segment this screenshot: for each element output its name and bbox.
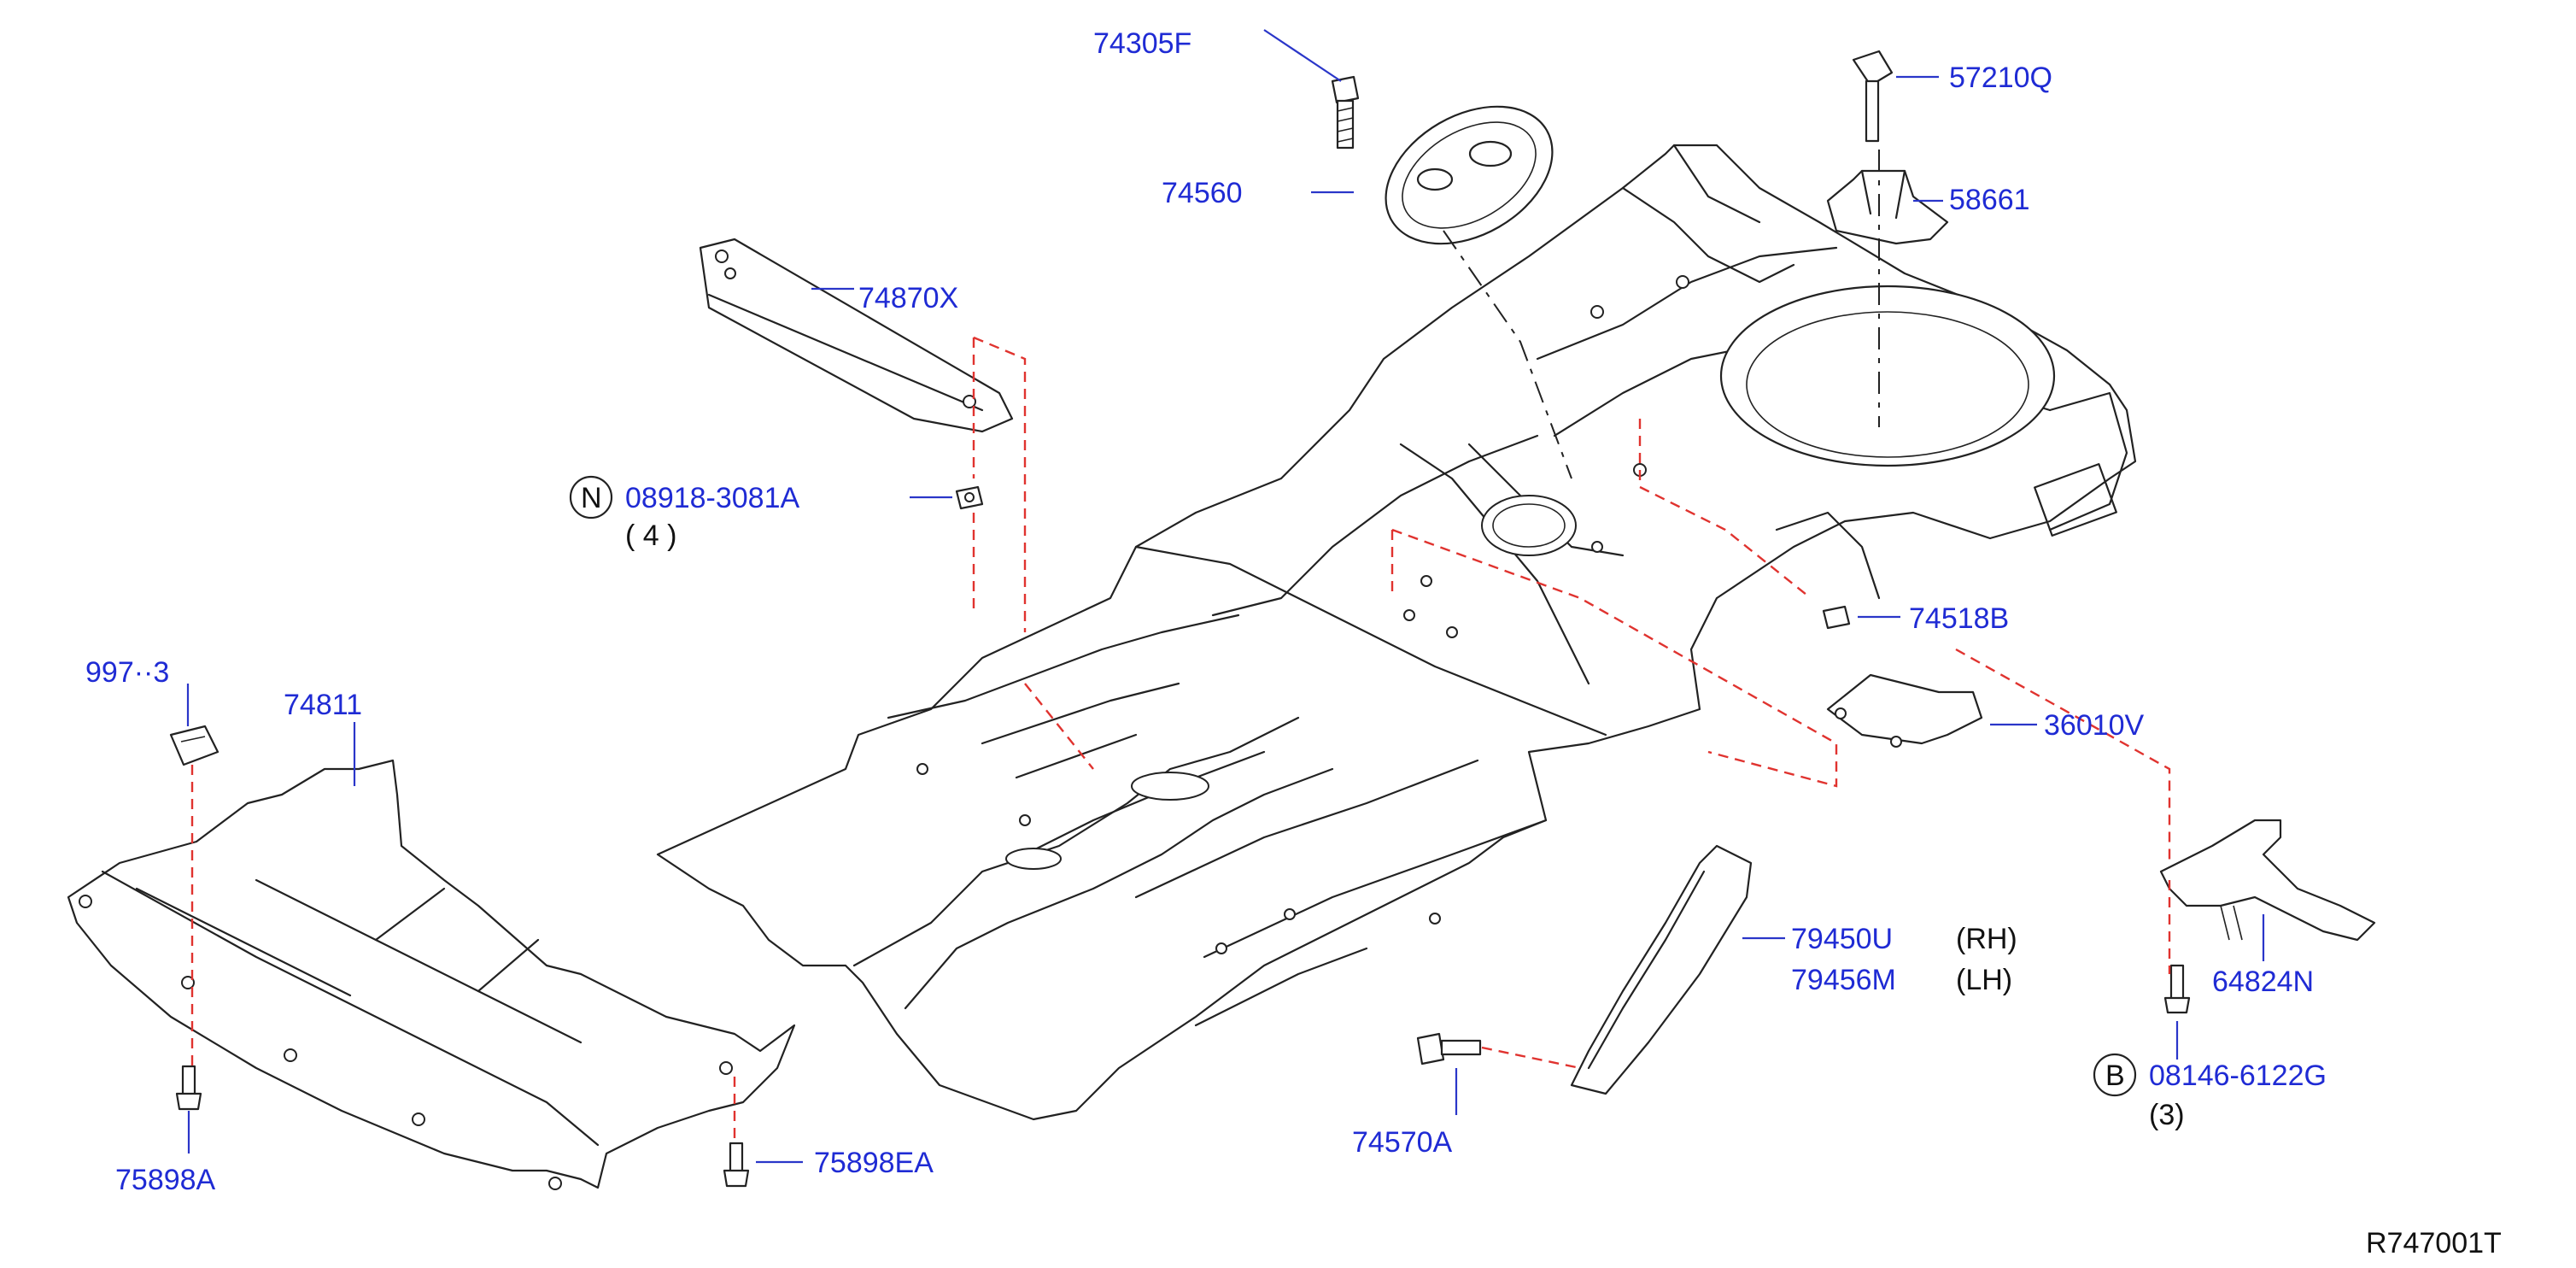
- floor-pan: [656, 144, 2137, 1121]
- spacer-58661: [1826, 169, 1949, 245]
- label-997: 997··3: [85, 656, 169, 689]
- reference-lines: [190, 150, 2171, 1145]
- bracket-36010V: [1826, 673, 1983, 748]
- plate-74560: [1385, 105, 1554, 245]
- nut-74518B: [1822, 605, 1851, 630]
- bracket-74870X: [699, 238, 1014, 433]
- reference-code: R747001T: [2366, 1227, 2502, 1259]
- label-75898A: 75898A: [115, 1164, 216, 1196]
- label-08146-qty: (3): [2149, 1099, 2185, 1131]
- label-74570A: 74570A: [1352, 1126, 1453, 1159]
- label-79450U-side: (RH): [1956, 923, 2017, 955]
- leader-lines: [186, 29, 2265, 1164]
- label-74560: 74560: [1162, 177, 1243, 209]
- label-36010V: 36010V: [2044, 709, 2145, 742]
- nut-08918: [955, 485, 984, 510]
- label-74870X: 74870X: [858, 282, 958, 314]
- label-08918-3081A: 08918-3081A: [625, 482, 800, 514]
- bolt-74305F: [1331, 75, 1360, 150]
- label-08918-qty: ( 4 ): [625, 520, 676, 552]
- bolt-75898A: [175, 1065, 202, 1111]
- bolt-08146: [2163, 964, 2191, 1014]
- label-57210Q: 57210Q: [1949, 62, 2052, 94]
- label-08146-6122G: 08146-6122G: [2149, 1060, 2327, 1092]
- label-75898EA: 75898EA: [814, 1147, 934, 1179]
- under-cover-74811: [67, 759, 796, 1190]
- bracket-64824N: [2159, 819, 2376, 942]
- marker-b-circle: [2093, 1053, 2137, 1097]
- bolt-74570A: [1416, 1032, 1482, 1065]
- label-74811: 74811: [284, 689, 362, 721]
- clip-997: [169, 725, 220, 766]
- label-64824N: 64824N: [2212, 966, 2314, 998]
- bolt-57210Q: [1852, 50, 1894, 143]
- label-79450U: 79450U: [1791, 923, 1893, 955]
- marker-n-circle: [569, 475, 613, 520]
- label-58661: 58661: [1949, 184, 2030, 216]
- labels: 74305F 57210Q 74560 58661 74870X N 08918…: [85, 27, 2502, 1259]
- marker-n: N: [581, 482, 602, 514]
- bolt-75898EA: [723, 1142, 750, 1188]
- marker-b: B: [2105, 1060, 2125, 1092]
- label-79456M-side: (LH): [1956, 964, 2012, 996]
- label-74518B: 74518B: [1909, 602, 2009, 635]
- label-79456M: 79456M: [1791, 964, 1896, 996]
- label-74305F: 74305F: [1093, 27, 1191, 60]
- stay-79450U: [1570, 844, 1753, 1095]
